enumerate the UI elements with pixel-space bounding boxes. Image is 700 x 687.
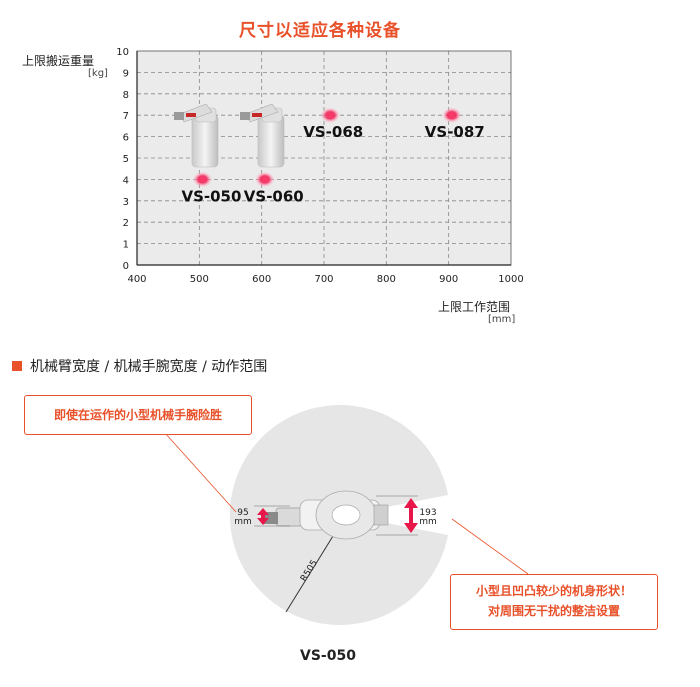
data-label-vs-068: VS-068 [303, 123, 363, 141]
y-tick-label: 9 [123, 68, 129, 79]
callout-bottom-line1: 小型且凹凸较少的机身形状！ [475, 584, 632, 598]
section-heading: 机械臂宽度 / 机械手腕宽度 / 动作范围 [12, 356, 267, 376]
callout-bottom: 小型且凹凸较少的机身形状！ 对周围无干扰的整洁设置 [450, 574, 658, 630]
arm-width-arrow [257, 508, 269, 525]
x-tick-label: 1000 [498, 274, 523, 285]
callout-top: 即使在运作的小型机械手腕险胜 [24, 395, 252, 435]
y-tick-label: 6 [123, 133, 129, 144]
grid-lines [137, 51, 511, 265]
section-title: 机械臂宽度 / 机械手腕宽度 / 动作范围 [30, 359, 268, 375]
y-axis-unit: [kg] [88, 68, 108, 79]
y-tick-label: 3 [123, 197, 129, 208]
robot-illustration-vs060 [240, 103, 285, 168]
wrist-width-unit: mm [419, 517, 437, 527]
callout-bottom-line2: 对周围无干扰的整洁设置 [487, 604, 620, 618]
y-axis-label: 上限搬运重量 [22, 54, 95, 68]
data-point-vs-050 [192, 171, 213, 188]
x-tick-label: 800 [377, 274, 396, 285]
wrist-width-value: 193 [419, 508, 437, 518]
x-tick-label: 600 [252, 274, 271, 285]
arm-width-unit: mm [234, 517, 252, 527]
data-point-vs-068 [320, 107, 341, 124]
x-tick-label: 700 [314, 274, 333, 285]
y-tick-label: 2 [123, 218, 129, 229]
y-tick-label: 1 [123, 240, 129, 251]
callout-leader-top [164, 432, 237, 513]
data-label-vs-087: VS-087 [425, 123, 485, 141]
x-tick-label: 400 [127, 274, 146, 285]
y-tick-label: 10 [116, 47, 129, 58]
y-tick-label: 7 [123, 111, 129, 122]
data-point-vs-060 [254, 171, 275, 188]
y-tick-label: 4 [123, 175, 129, 186]
data-point-vs-087 [441, 107, 462, 124]
radius-line [285, 514, 347, 613]
x-tick-label: 500 [190, 274, 209, 285]
robot-illustrations [174, 103, 285, 168]
x-axis-unit: [mm] [488, 314, 516, 325]
y-tick-label: 5 [123, 154, 129, 165]
callout-leader-bottom [451, 518, 529, 575]
y-tick-label: 8 [123, 90, 129, 101]
arm-width-annotation: 95 mm [234, 509, 252, 527]
x-axis-label: 上限工作范围 [438, 300, 511, 314]
data-label-vs-060: VS-060 [244, 187, 304, 205]
wrist-width-annotation: 193 mm [418, 509, 438, 527]
wrist-width-arrow [404, 498, 418, 533]
tick-labels: 0 1 2 3 4 5 6 7 8 9 10 400 500 600 700 800 900 1000 [116, 47, 523, 285]
robot-top-view [262, 490, 389, 540]
motion-range-area [229, 404, 448, 625]
axes [136, 50, 512, 266]
robot-illustration-vs050 [174, 103, 219, 168]
arm-width-value: 95 [237, 508, 249, 518]
x-tick-label: 900 [439, 274, 458, 285]
data-label-vs-050: VS-050 [181, 187, 241, 205]
diagram-model-label: VS-050 [300, 648, 356, 664]
page-title: 尺寸以适应各种设备 [239, 21, 401, 41]
y-tick-label: 0 [123, 261, 129, 272]
scatter-chart: 0 1 2 3 4 5 6 7 8 9 10 400 500 600 700 800 900 1000 VS-05… [116, 47, 523, 285]
section-marker-icon [12, 361, 22, 371]
radius-label: R505 [299, 558, 320, 583]
